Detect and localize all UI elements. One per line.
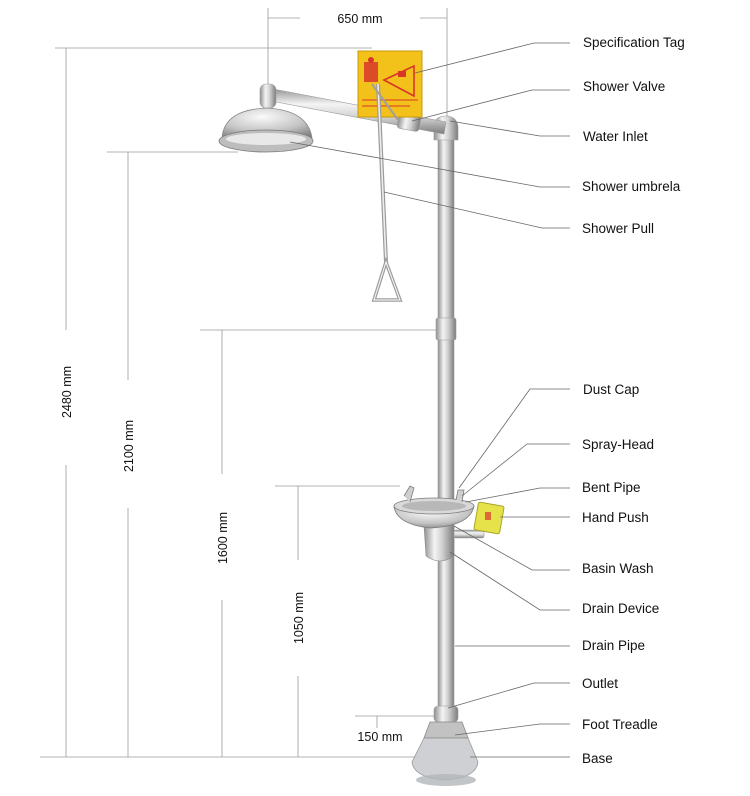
dimension-labels: 650 mm 2480 mm 2100 mm 1600 mm 1050 mm 1… xyxy=(60,12,403,744)
shower-eyewash-unit xyxy=(218,50,505,786)
spray-head-right xyxy=(455,489,465,503)
label-basin-wash: Basin Wash xyxy=(582,561,654,576)
dimension-guides xyxy=(40,8,448,758)
label-foot-treadle: Foot Treadle xyxy=(582,717,658,732)
hand-push-arm xyxy=(453,529,485,539)
spray-head-left xyxy=(403,485,415,503)
label-hand-push: Hand Push xyxy=(582,510,649,525)
arm-width-dimension: 650 mm xyxy=(337,12,382,26)
pipe-coupling xyxy=(435,317,457,341)
label-base: Base xyxy=(582,751,613,766)
label-drain-pipe: Drain Pipe xyxy=(582,638,645,653)
label-specification-tag: Specification Tag xyxy=(583,35,685,50)
basin-height-dimension: 1050 mm xyxy=(292,592,306,644)
label-drain-device: Drain Device xyxy=(582,601,659,616)
label-bent-pipe: Bent Pipe xyxy=(582,480,641,495)
foot-treadle xyxy=(423,721,469,739)
label-outlet: Outlet xyxy=(582,676,618,691)
pull-height-dimension: 1600 mm xyxy=(216,512,230,564)
label-shower-pull: Shower Pull xyxy=(582,221,654,236)
outlet-fitting xyxy=(433,705,459,723)
total-height-dimension: 2480 mm xyxy=(60,366,74,418)
label-spray-head: Spray-Head xyxy=(582,437,654,452)
specification-tag xyxy=(357,50,423,118)
pipe-base xyxy=(411,737,479,781)
label-dust-cap: Dust Cap xyxy=(583,382,639,397)
label-shower-umbrella: Shower umbrela xyxy=(582,179,681,194)
eyewash-assembly xyxy=(393,485,505,562)
shower-umbrella xyxy=(218,83,314,153)
label-water-inlet: Water Inlet xyxy=(583,129,648,144)
part-labels: Specification Tag Shower Valve Water Inl… xyxy=(582,35,685,766)
leader-lines xyxy=(289,42,570,758)
outlet-height-dimension: 150 mm xyxy=(357,730,402,744)
shower-pull xyxy=(371,83,403,302)
main-pipe xyxy=(437,129,455,711)
umbrella-height-dimension: 2100 mm xyxy=(122,420,136,472)
label-shower-valve: Shower Valve xyxy=(583,79,665,94)
drain-device-body xyxy=(423,525,455,562)
